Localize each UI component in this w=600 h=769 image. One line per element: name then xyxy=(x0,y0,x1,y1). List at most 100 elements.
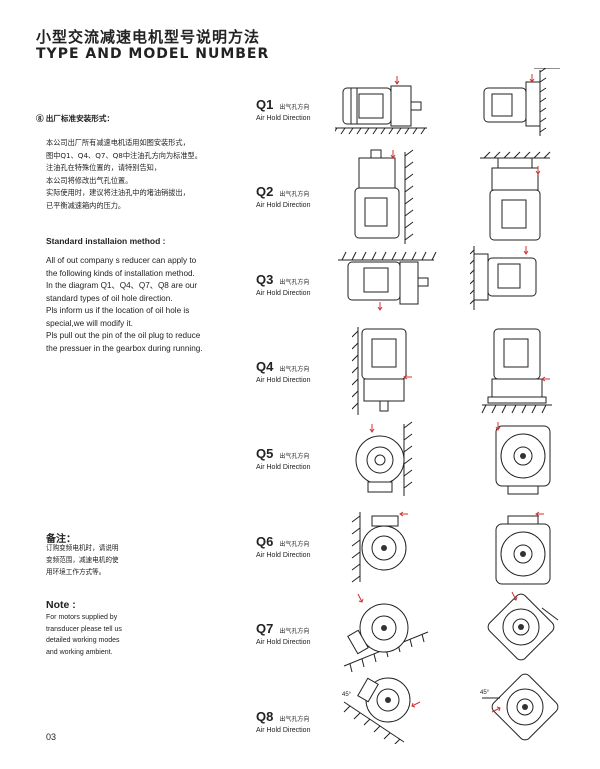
air-hole-arrow xyxy=(495,422,501,431)
body-cn-line: 图中Q1、Q4、Q7、Q8中注油孔方向为标准型。 xyxy=(46,150,202,160)
wall-hatching xyxy=(352,330,359,410)
q8-mount-figure-left: 45° xyxy=(342,677,421,744)
air-hole-arrow xyxy=(535,511,544,517)
output-shaft xyxy=(370,149,382,159)
wall-hatching xyxy=(351,515,361,583)
q2-mount-figure-left xyxy=(354,149,414,244)
gearbox xyxy=(491,167,539,191)
position-label-en: Air Hold Direction xyxy=(256,464,311,471)
air-hole-arrow xyxy=(529,74,535,83)
page-title-en: TYPE AND MODEL NUMBER xyxy=(36,46,270,62)
terminal-box xyxy=(364,197,388,227)
q3-mount-figure-right xyxy=(470,246,537,310)
body-cn-line: 本公司出厂所有减速电机适用如图安装形式， xyxy=(46,138,190,147)
position-code: Q2 xyxy=(256,184,274,199)
position-code: Q4 xyxy=(256,359,274,374)
wall-hatching xyxy=(404,149,414,241)
position-label-cn: 出气孔方向 xyxy=(279,366,310,373)
incline-hatching xyxy=(343,705,401,744)
page-number: 03 xyxy=(46,732,57,742)
note-heading-en: Note : xyxy=(46,599,76,611)
position-label-en: Air Hold Direction xyxy=(256,377,311,384)
air-hole-arrow xyxy=(411,701,421,708)
q4-mount-figure-right xyxy=(481,328,552,414)
position-label-en: Air Hold Direction xyxy=(256,290,311,297)
position-label-en: Air Hold Direction xyxy=(256,552,311,559)
output-shaft xyxy=(417,277,429,287)
output-shaft xyxy=(522,704,528,710)
position-label-en: Air Hold Direction xyxy=(256,727,311,734)
page-title-cn: 小型交流减速电机型号说明方法 xyxy=(36,28,261,46)
note-cn-line: 用环境工作方式等。 xyxy=(46,568,106,576)
flange xyxy=(497,157,533,169)
position-label-q4: Q4 出气孔方向 Air Hold Direction xyxy=(256,358,366,384)
air-hole-arrow xyxy=(399,511,408,517)
q7-mount-figure-left xyxy=(343,593,429,673)
terminal-box xyxy=(347,629,369,655)
wall-hatching xyxy=(539,68,547,133)
q1-mount-figure-left xyxy=(335,76,427,135)
q7-mount-figure-right xyxy=(487,591,559,661)
position-label-q1: Q1 出气孔方向 Air Hold Direction xyxy=(256,96,366,122)
air-hole-arrow xyxy=(403,374,412,380)
flange xyxy=(487,396,547,404)
ceiling-hatching xyxy=(341,251,437,261)
position-label-cn: 出气孔方向 xyxy=(279,453,310,460)
air-hole-arrow xyxy=(390,150,396,159)
body-en-line: standard types of oil hole direction. xyxy=(46,293,173,303)
terminal-box xyxy=(503,338,529,368)
terminal-box xyxy=(497,263,521,289)
position-label-cn: 出气孔方向 xyxy=(279,104,310,111)
gearbox xyxy=(399,261,419,305)
body-cn-line: 实际使用时，建议将注油孔中的堵油销拔出， xyxy=(46,188,190,198)
body-en-line: Pls pull out the pin of the oil plug to … xyxy=(46,331,201,340)
position-code: Q1 xyxy=(256,97,274,112)
note-cn-line: 变频范围，减速电机的使 xyxy=(46,556,119,564)
position-label-cn: 出气孔方向 xyxy=(279,628,310,635)
output-shaft xyxy=(518,624,524,630)
body-en-line: special,we will modify it. xyxy=(46,318,133,328)
terminal-box xyxy=(371,515,399,527)
note-en-line: detailed working modes xyxy=(46,637,120,644)
note-text-cn: 订购变频电机时，请说明 变频范围，减速电机的使 用环境工作方式等。 xyxy=(46,542,146,578)
flange xyxy=(473,253,489,301)
position-label-cn: 出气孔方向 xyxy=(279,541,310,548)
position-code: Q3 xyxy=(256,272,274,287)
body-cn-line: 注油孔在特殊位置的，请特别告知， xyxy=(46,163,162,173)
position-label-en: Air Hold Direction xyxy=(256,115,311,122)
gearbox xyxy=(390,85,412,127)
air-hole-arrow xyxy=(541,376,550,382)
terminal-box xyxy=(371,338,397,368)
terminal-box xyxy=(367,481,393,493)
output-shaft xyxy=(385,697,391,703)
floor-hatching xyxy=(335,127,426,135)
note-en-line: For motors supplied by xyxy=(46,614,118,621)
flange xyxy=(525,81,541,127)
terminal-box xyxy=(507,485,539,495)
air-hole-arrow xyxy=(535,166,541,175)
q3-mount-figure-left xyxy=(338,251,437,311)
position-label-cn: 出气孔方向 xyxy=(279,191,310,198)
gearbox xyxy=(363,378,405,402)
air-hole-arrow xyxy=(491,706,501,713)
air-hole-arrow xyxy=(369,424,375,433)
section-heading: ⑧ 出厂标准安装形式： xyxy=(36,114,115,123)
terminal-box xyxy=(363,267,389,293)
ceiling-hatching xyxy=(483,151,551,159)
note-en-line: transducer please tell us xyxy=(46,625,122,633)
floor-hatching xyxy=(481,404,547,414)
note-text-en: For motors supplied by transducer please… xyxy=(46,612,156,658)
body-en-line: Pls inform us if the location of oil hol… xyxy=(46,306,190,315)
air-hole-arrow xyxy=(511,591,518,601)
air-hole-arrow xyxy=(523,246,529,255)
q6-mount-figure-left xyxy=(351,511,408,583)
terminal-box xyxy=(507,515,539,525)
gearbox xyxy=(491,378,543,398)
output-shaft xyxy=(381,625,387,631)
body-cn-line: 本公司将修改出气孔位置。 xyxy=(46,175,133,185)
output-shaft xyxy=(381,545,387,551)
